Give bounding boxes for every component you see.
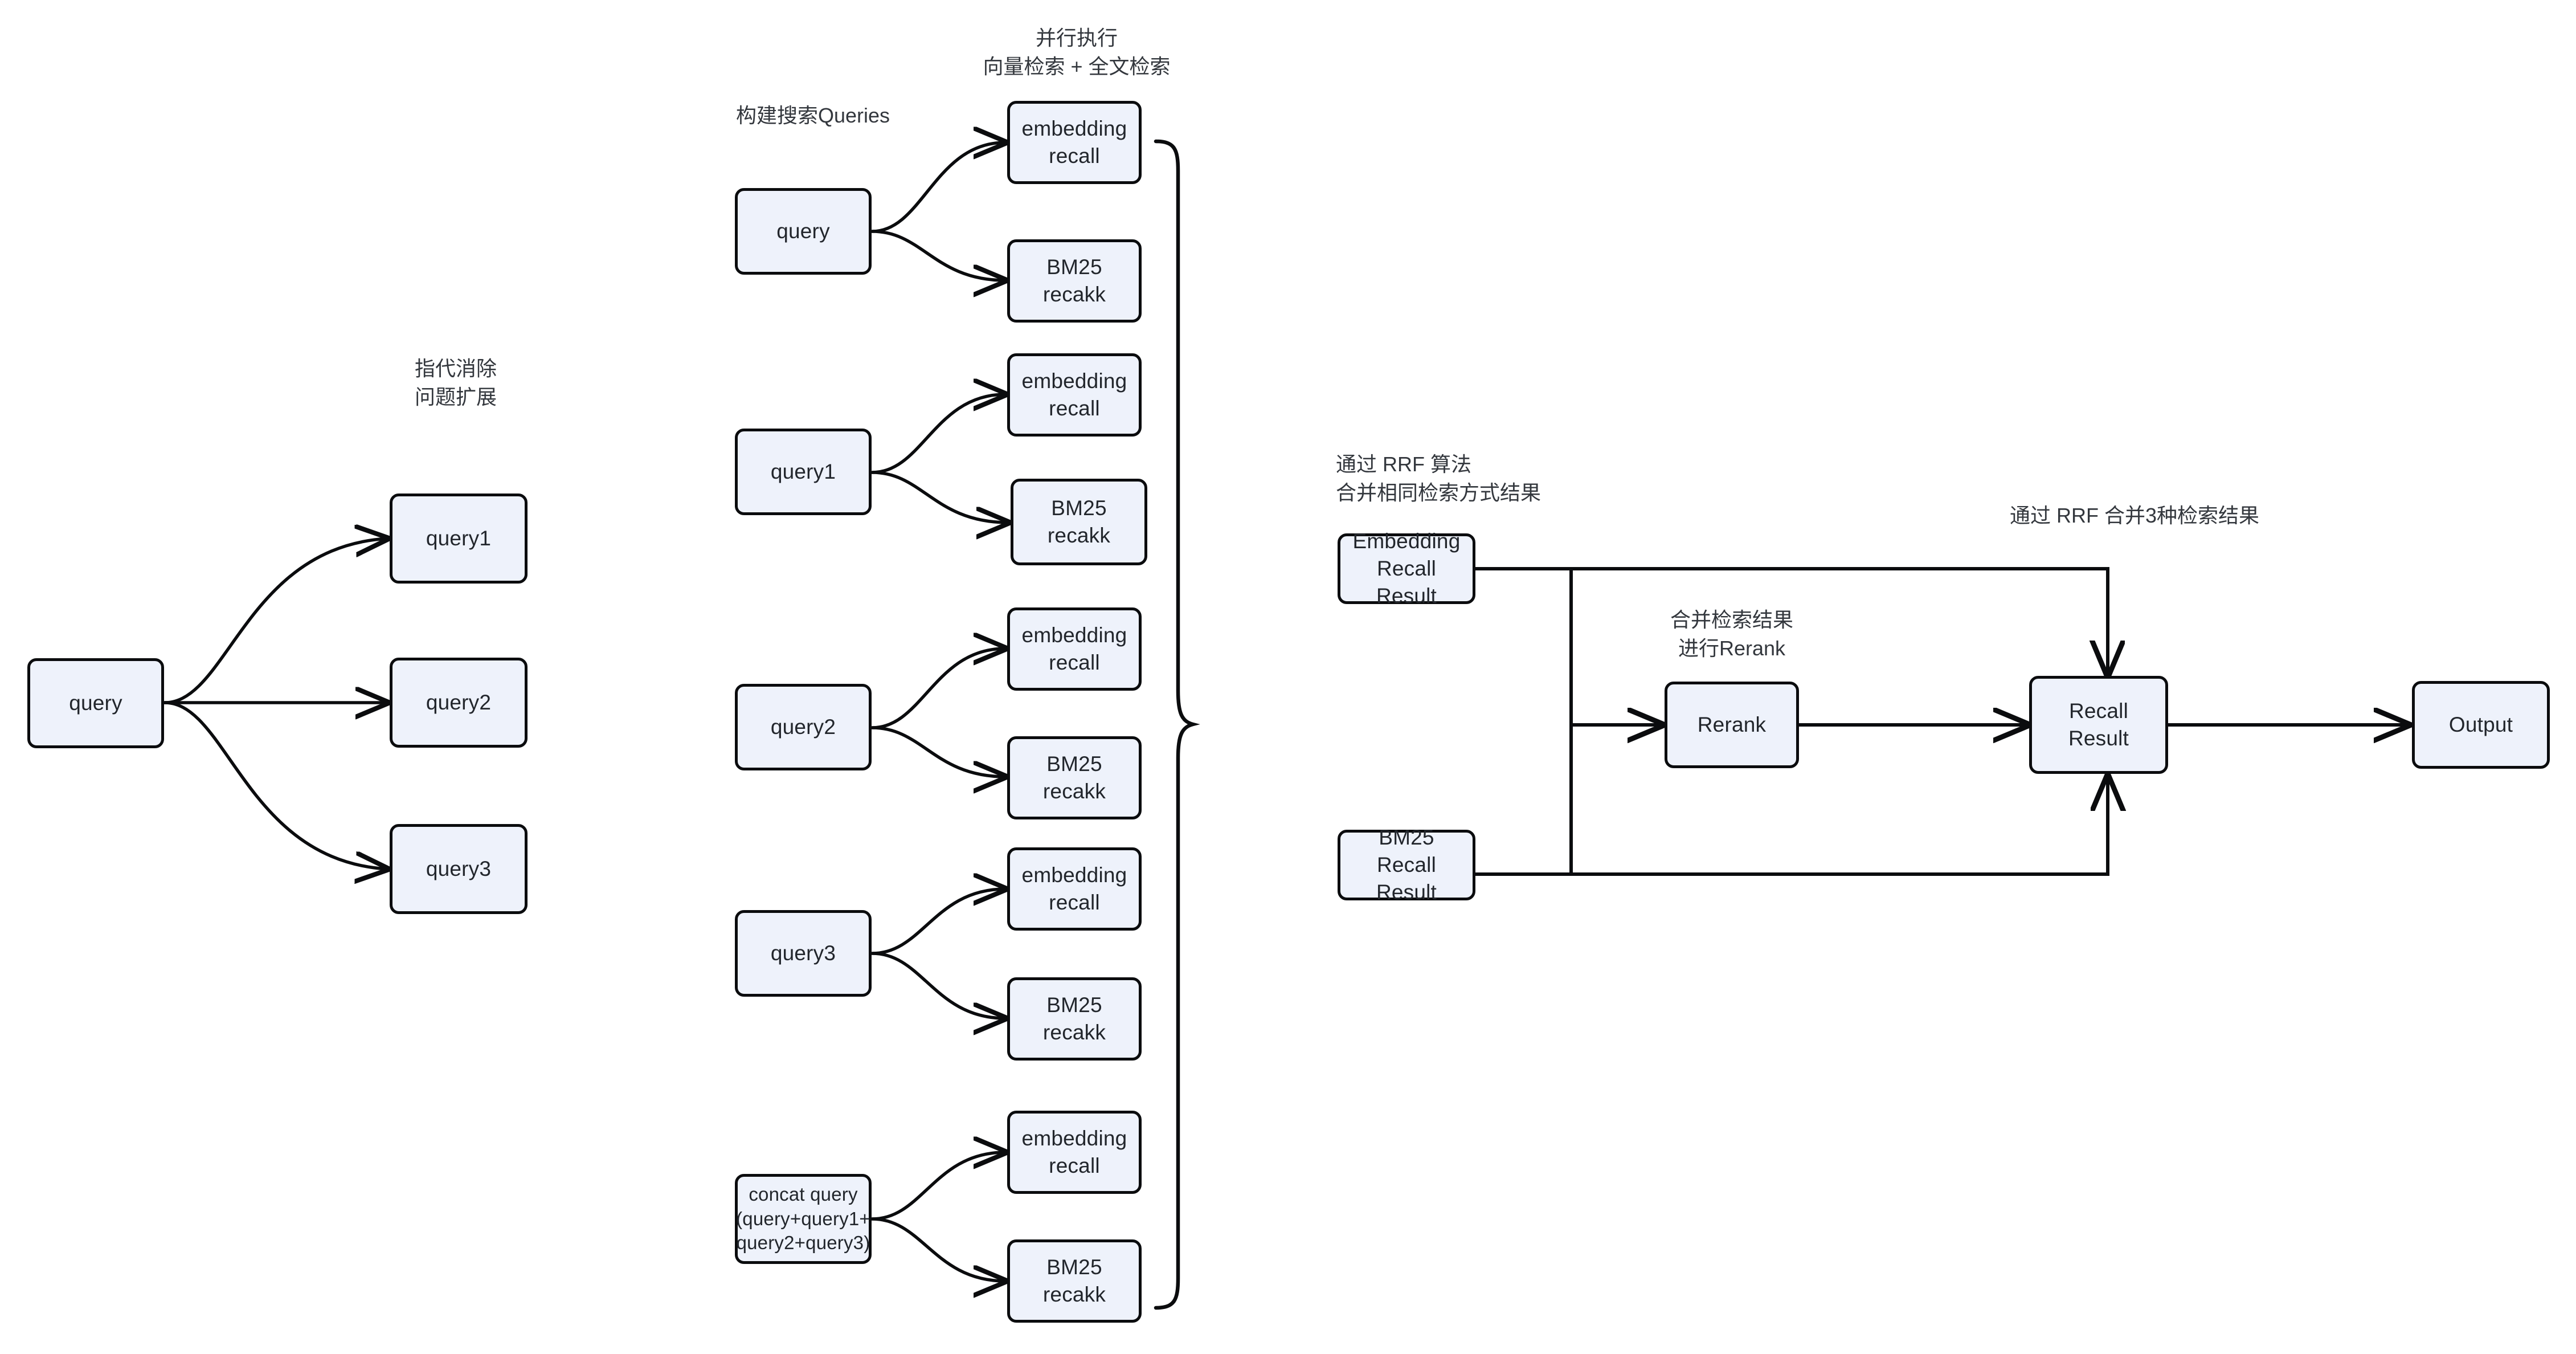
node-stage2-source-query3[interactable]: query3 [735,910,872,997]
node-query2[interactable]: query2 [390,658,528,748]
note-parallel-exec: 并行执行 向量检索 + 全文检索 [983,26,1171,78]
node-bm25-recall-result[interactable]: BM25 Recall Result [1338,826,1475,904]
stage2-fanout-edges [870,142,1008,1281]
node-query3[interactable]: query3 [390,824,528,914]
node-stage2-source-concat-query[interactable]: concat query (query+query1+ query2+query… [735,1174,872,1264]
node-bm25-recall-row1[interactable]: BM25 recakk [1007,239,1142,323]
node-recall-result[interactable]: Recall Result [2029,676,2168,774]
note-coref-expansion: 指代消除 问题扩展 [414,357,497,409]
node-bm25-recall-row5[interactable]: BM25 recakk [1007,1239,1142,1323]
node-bm25-recall-row3[interactable]: BM25 recakk [1007,736,1142,819]
stage1-fanout-edges [163,539,387,869]
note-build-queries: 构建搜索Queries [736,104,890,127]
node-bm25-recall-row2[interactable]: BM25 recakk [1011,479,1147,565]
node-embedding-recall-result[interactable]: Embedding Recall Result [1338,529,1475,607]
note-merge-rerank: 合并检索结果 进行Rerank [1670,608,1793,660]
note-rrf-same-mode: 通过 RRF 算法 合并相同检索方式结果 [1336,452,1541,504]
node-embedding-recall-row3[interactable]: embedding recall [1007,607,1142,691]
node-embedding-recall-row5[interactable]: embedding recall [1007,1111,1142,1194]
node-embedding-recall-row2[interactable]: embedding recall [1007,353,1142,437]
grouping-brace [1154,139,1200,1310]
node-embedding-recall-row1[interactable]: embedding recall [1007,101,1142,184]
note-rrf-three: 通过 RRF 合并3种检索结果 [2010,504,2260,527]
node-query-source[interactable]: query [27,658,164,748]
node-embedding-recall-row4[interactable]: embedding recall [1007,847,1142,931]
node-stage2-source-query[interactable]: query [735,188,872,275]
node-query1[interactable]: query1 [390,494,528,584]
node-bm25-recall-row4[interactable]: BM25 recakk [1007,977,1142,1061]
node-output[interactable]: Output [2412,681,2550,769]
node-rerank[interactable]: Rerank [1665,682,1799,768]
node-stage2-source-query2[interactable]: query2 [735,684,872,770]
node-stage2-source-query1[interactable]: query1 [735,429,872,515]
stage3-edges [1475,567,2409,876]
